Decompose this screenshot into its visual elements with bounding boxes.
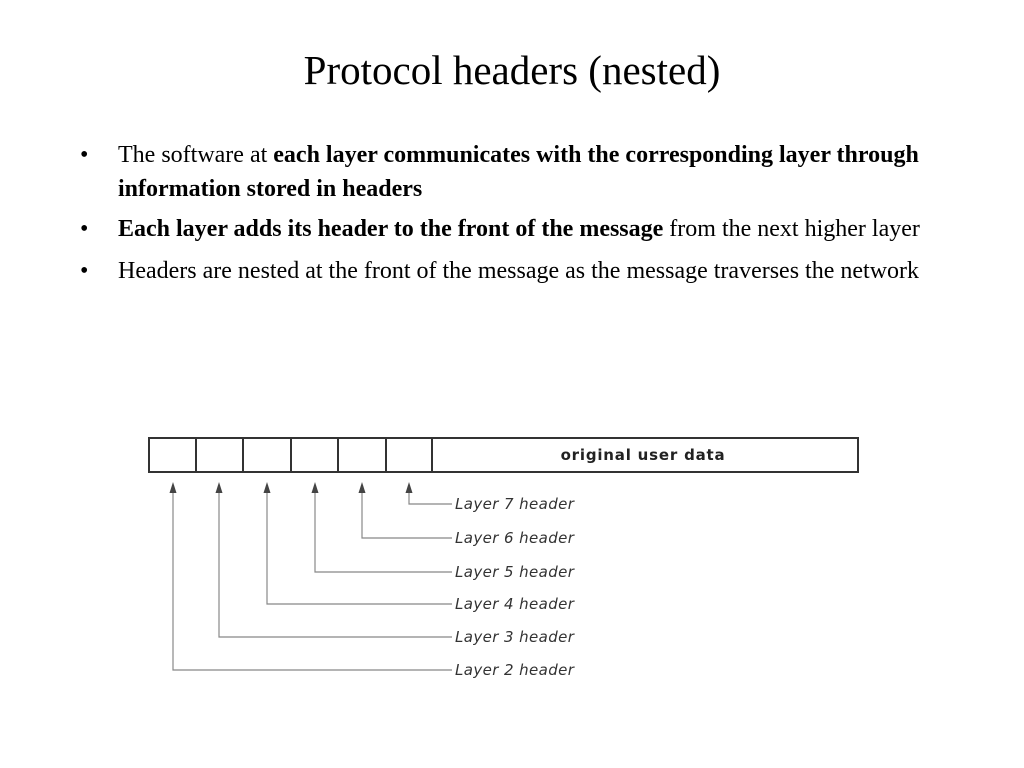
layer-6-arrow-icon [358,482,366,493]
layer-6-leader-line [361,492,452,539]
original-user-data-label: original user data [561,446,726,464]
message-bar-outline [148,437,859,473]
layer-2-arrow-icon [169,482,177,493]
message-bar [148,437,859,473]
bullet-1-bold-text: each layer communicates with the corresp… [118,142,919,202]
layer-3-header-label: Layer 3 header [455,628,575,646]
bullet-2-bold-text: Each layer adds its header to the front … [118,216,664,242]
layer-4-leader-line [266,492,452,605]
layer-5-header-label: Layer 5 header [455,563,575,581]
bullet-1-text-before: The software at [118,142,274,168]
layer-6-header-label: Layer 6 header [455,529,575,547]
bullet-marker: • [80,258,89,284]
bullet-item-1: • The software at each layer communicates… [78,138,958,206]
bullet-marker: • [80,216,89,242]
layer-7-leader-line [408,492,452,505]
leader-lines [172,492,452,671]
layer-5-leader-line [314,492,452,573]
layer-2-leader-line [172,492,452,671]
bullet-list: • The software at each layer communicates… [78,138,958,297]
bullet-item-3: • Headers are nested at the front of the … [78,252,958,291]
slide-title: Protocol headers (nested) [303,47,721,93]
layer-3-leader-line [218,492,452,638]
bullet-marker: • [80,142,89,168]
bullet-2-text-after: from the next higher layer [663,216,920,242]
bullet-3-text-before: Headers are nested at the front of the m… [118,258,920,284]
layer-3-arrow-icon [215,482,223,493]
layer-5-arrow-icon [311,482,319,493]
arrowheads [169,482,413,493]
layer-4-header-label: Layer 4 header [455,595,575,613]
layer-7-header-label: Layer 7 header [455,495,575,513]
layer-2-header-label: Layer 2 header [455,661,575,679]
layer-7-arrow-icon [405,482,413,493]
bullet-item-2: • Each layer adds its header to the front… [78,212,958,246]
layer-4-arrow-icon [263,482,271,493]
